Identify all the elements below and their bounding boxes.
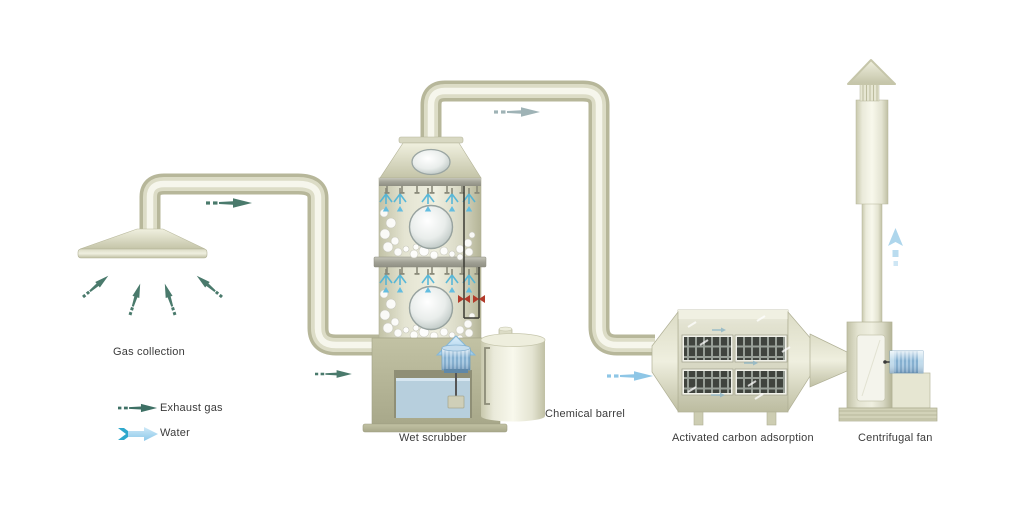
stack-rain-cap (847, 59, 896, 85)
circulation-pump (441, 344, 471, 409)
airflow-streaks (687, 315, 791, 400)
legend-water-label: Water (160, 427, 190, 439)
level-gauge-icon (484, 347, 490, 405)
fan-base (838, 407, 938, 422)
chemical-barrel-graphic (480, 326, 546, 422)
exhaust-gas-arrow-icon (315, 370, 352, 378)
suction-arrows (80, 273, 225, 317)
duct-scrubber-to-carbon (420, 80, 655, 356)
fan-motor (889, 350, 924, 374)
stack-up-arrow-icon (888, 228, 903, 266)
gas-collection-label: Gas collection (113, 346, 185, 358)
legend-water-arrow-icon (118, 427, 158, 441)
legend-exhaust-gas-label: Exhaust gas (160, 402, 223, 414)
recirculation-piping (458, 186, 485, 319)
fan-inlet-cone (809, 333, 848, 388)
exhaust-gas-arrow-icon (494, 107, 540, 117)
scrubber-basin (362, 337, 508, 433)
foam-bubbles (379, 208, 476, 342)
exhaust-gas-arrow-icon (206, 198, 252, 208)
chemical-barrel-label: Chemical barrel (545, 408, 626, 420)
internal-flow-arrows (711, 327, 758, 398)
gas-collection-hood (77, 228, 208, 259)
centrifugal-fan-label: Centrifugal fan (858, 432, 933, 444)
wet-scrubber-graphic (373, 136, 487, 342)
centrifugal-fan-graphic (809, 59, 938, 422)
legend-exhaust-gas-arrow-icon (118, 403, 158, 413)
wet-scrubber-label: Wet scrubber (399, 432, 467, 444)
spray-nozzles (379, 186, 480, 293)
activated-carbon-graphic (651, 309, 813, 426)
duct-hood-to-scrubber (139, 173, 380, 356)
clean-gas-arrow-icon (607, 371, 653, 381)
activated-carbon-label: Activated carbon adsorption (672, 432, 814, 444)
